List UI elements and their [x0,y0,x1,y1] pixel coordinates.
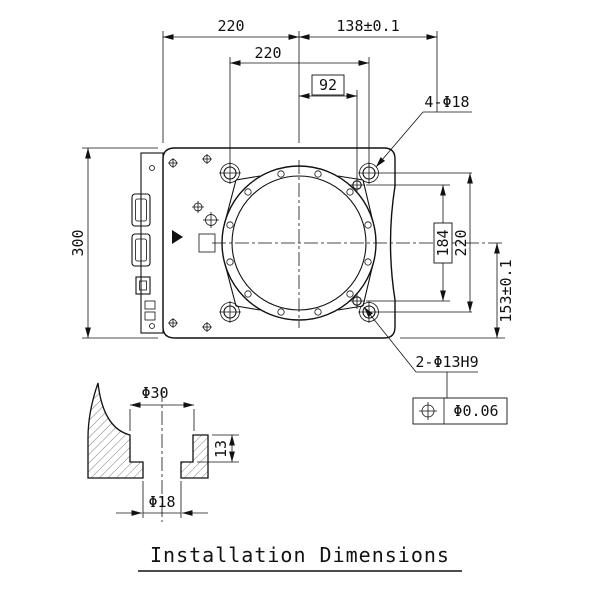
section-material-left [87,382,144,479]
connector-block [135,276,151,295]
connector-block [131,233,151,267]
dim-basic-184: 184 [434,229,452,256]
dim-counterbore-depth: 13 [212,440,230,458]
dowel-holes [349,177,365,309]
dim-overall-height: 300 [69,229,87,256]
corner-hole [358,301,380,323]
connector-block [131,193,151,227]
title-block: Installation Dimensions [138,543,462,572]
datum-triangle [172,230,183,244]
dimension-lines [85,34,500,338]
dim-top-right-width: 138±0.1 [336,17,399,35]
gdt-frame: Φ0.06 [412,397,508,425]
dim-hole-diameter: Φ18 [148,493,175,511]
dowel-holes-callout: 2-Φ13H9 Φ0.06 [363,306,508,425]
drawing-title: Installation Dimensions [150,543,450,567]
corner-holes-label: 4-Φ18 [424,93,469,111]
dim-hole-spacing-horizontal: 220 [254,44,281,62]
section-witness-lines [129,409,239,518]
screw-details [168,154,219,332]
witness-lines [82,31,505,339]
corner-holes-callout: 4-Φ18 [375,93,472,168]
rib-lines [224,175,374,311]
pcd-bolt-holes [226,170,372,316]
center-flange [212,160,505,328]
section-dimension-lines [116,402,235,516]
gdt-tolerance: Φ0.06 [453,402,498,420]
dim-counterbore-diameter: Φ30 [141,384,168,402]
corner-mounting-holes [219,162,380,323]
dim-basic-92: 92 [319,76,337,94]
section-material-right [180,434,209,479]
main-view: 220 138±0.1 220 92 300 184 220 153±0.1 4… [69,17,515,425]
dim-center-to-bottom: 153±0.1 [497,259,515,322]
basic-dim-box-184 [433,222,453,264]
basic-dim-box-92 [311,74,345,96]
corner-hole [219,301,241,323]
dim-hole-spacing-vertical: 220 [452,229,470,256]
position-icon [419,402,437,420]
connector-panel [131,152,164,334]
section-view: Φ30 13 Φ18 [87,382,239,522]
dowel-holes-label: 2-Φ13H9 [415,353,478,371]
dim-top-left-width: 220 [217,17,244,35]
